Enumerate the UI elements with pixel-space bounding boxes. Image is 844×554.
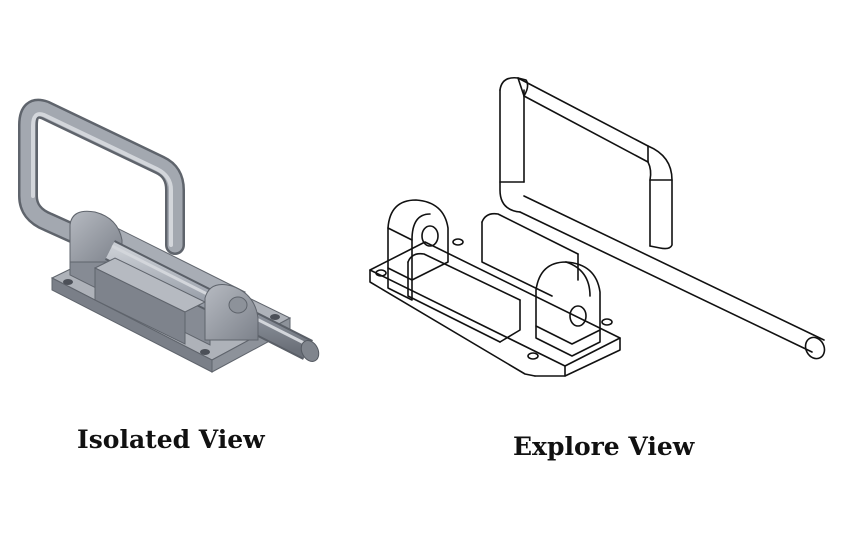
isolated-latch-drawing: [18, 98, 320, 373]
isolated-view-figure: [0, 0, 380, 400]
exploded-handle: [499, 76, 826, 360]
handle-loop: [18, 98, 185, 260]
exploded-cylinder: [407, 212, 579, 343]
isolated-view-caption: Isolated View: [77, 425, 265, 454]
left-bushing: [69, 210, 123, 263]
exploded-base-plate: [369, 238, 621, 377]
right-bushing: [204, 284, 259, 341]
exploded-right-bracket: [535, 261, 601, 357]
explode-latch-drawing: [369, 76, 826, 377]
front-cylinder: [93, 257, 207, 345]
exploded-left-bracket: [387, 199, 449, 301]
explode-view-figure: [350, 60, 844, 400]
explode-view-caption: Explore View: [513, 432, 695, 461]
